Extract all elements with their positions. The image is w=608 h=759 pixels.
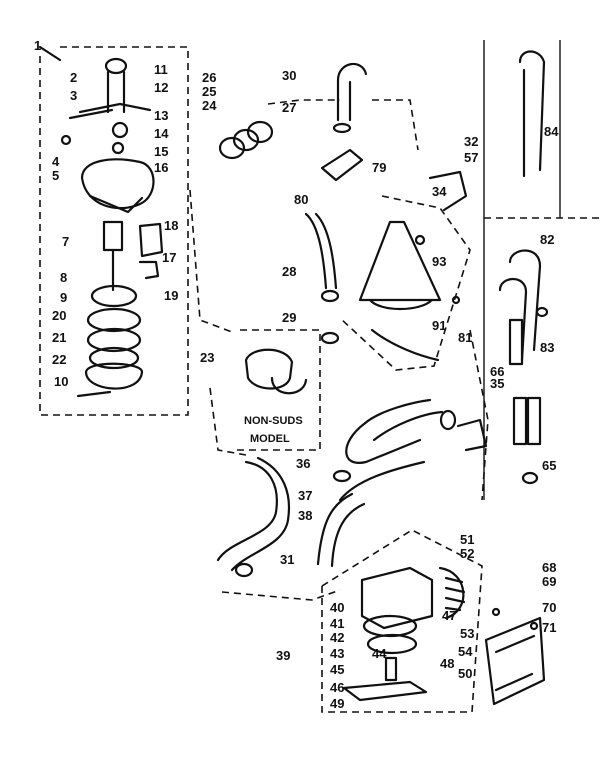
label-5: 5 [52, 168, 59, 183]
label-66: 66 [490, 364, 504, 379]
label-65: 65 [542, 458, 556, 473]
label-70: 70 [542, 600, 556, 615]
label-20: 20 [52, 308, 66, 323]
non-suds-model-box: NON-SUDS MODEL [234, 329, 321, 451]
label-35: 35 [490, 376, 504, 391]
label-47: 47 [442, 608, 456, 623]
label-13: 13 [154, 108, 168, 123]
label-79: 79 [372, 160, 386, 175]
label-93: 93 [432, 254, 446, 269]
label-4: 4 [52, 154, 60, 169]
label-51: 51 [460, 532, 474, 547]
lower-pump-assembly [321, 529, 546, 713]
label-32: 32 [464, 134, 478, 149]
pump-housing [339, 195, 471, 371]
label-49: 49 [330, 696, 344, 711]
label-52: 52 [460, 546, 474, 561]
label-25: 25 [202, 84, 216, 99]
label-1: 1 [34, 38, 41, 53]
label-83: 83 [540, 340, 554, 355]
label-12: 12 [154, 80, 168, 95]
label-23: 23 [200, 350, 214, 365]
connector-lines [189, 40, 604, 601]
valve-assembly-group [38, 45, 189, 416]
label-54: 54 [458, 644, 473, 659]
label-45: 45 [330, 662, 344, 677]
label-46: 46 [330, 680, 344, 695]
label-80: 80 [294, 192, 308, 207]
label-28: 28 [282, 264, 296, 279]
label-37: 37 [298, 488, 312, 503]
label-31: 31 [280, 552, 294, 567]
label-15: 15 [154, 144, 168, 159]
label-22: 22 [52, 352, 66, 367]
label-41: 41 [330, 616, 344, 631]
label-38: 38 [298, 508, 312, 523]
label-19: 19 [164, 288, 178, 303]
label-43: 43 [330, 646, 344, 661]
label-30: 30 [282, 68, 296, 83]
label-16: 16 [154, 160, 168, 175]
label-82: 82 [540, 232, 554, 247]
label-53: 53 [460, 626, 474, 641]
label-21: 21 [52, 330, 66, 345]
label-57: 57 [464, 150, 478, 165]
label-84: 84 [544, 124, 559, 139]
label-42: 42 [330, 630, 344, 645]
label-50: 50 [458, 666, 472, 681]
right-hoses [498, 249, 549, 485]
label-10: 10 [54, 374, 68, 389]
label-69: 69 [542, 574, 556, 589]
label-68: 68 [542, 560, 556, 575]
label-14: 14 [154, 126, 169, 141]
label-27-top: 27 [282, 100, 296, 115]
label-34: 34 [432, 184, 447, 199]
label-8: 8 [60, 270, 67, 285]
upper-hoses [218, 50, 546, 345]
part-labels: 1 2 3 4 5 7 8 9 10 11 12 13 14 15 16 17 … [34, 38, 559, 711]
label-71: 71 [542, 620, 556, 635]
label-39: 39 [276, 648, 290, 663]
label-29: 29 [282, 310, 296, 325]
label-91: 91 [432, 318, 446, 333]
label-81: 81 [458, 330, 472, 345]
note-line2: MODEL [250, 433, 290, 445]
middle-hoses [216, 398, 488, 578]
label-18: 18 [164, 218, 178, 233]
label-44: 44 [372, 646, 387, 661]
label-9: 9 [60, 290, 67, 305]
label-7: 7 [62, 234, 69, 249]
label-2: 2 [70, 70, 77, 85]
label-40: 40 [330, 600, 344, 615]
label-48: 48 [440, 656, 454, 671]
note-line1: NON-SUDS [244, 415, 303, 427]
label-17: 17 [162, 250, 176, 265]
label-24: 24 [202, 98, 217, 113]
label-11: 11 [154, 62, 168, 77]
label-26: 26 [202, 70, 216, 85]
label-3: 3 [70, 88, 77, 103]
label-36: 36 [296, 456, 310, 471]
